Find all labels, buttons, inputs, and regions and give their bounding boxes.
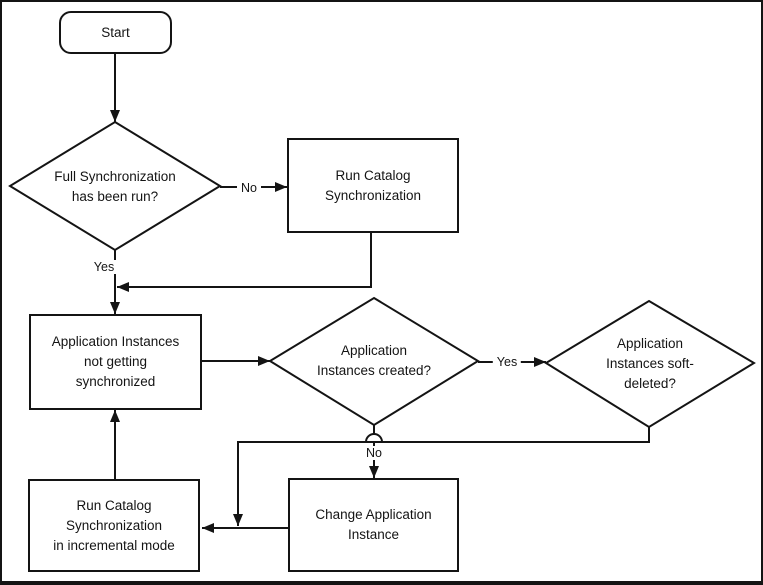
- decision-created-line1: Application: [340, 343, 408, 358]
- decision-full-sync-line2: has been run?: [71, 189, 159, 204]
- arrow-run-catalog-to-yes-line: [117, 233, 372, 292]
- edge-label-full-sync-yes: Yes: [89, 260, 119, 274]
- decision-soft-deleted-line3: deleted?: [624, 376, 676, 391]
- decision-full-sync-line1: Full Synchronization: [54, 169, 176, 184]
- change-app-instance-line1: Change Application: [315, 507, 432, 522]
- edge-label-full-sync-no: No: [237, 181, 261, 195]
- change-app-instance-line2: Instance: [347, 527, 400, 542]
- run-catalog-sync-line1: Run Catalog: [335, 167, 411, 183]
- run-incremental-line3: in incremental mode: [53, 537, 175, 553]
- node-change-app-instance: Change Application Instance: [288, 478, 459, 572]
- edge-label-instances-created-no: No: [362, 446, 386, 460]
- decision-created-line2: Instances created?: [316, 363, 432, 378]
- node-decision-full-sync: Full Synchronization has been run?: [35, 150, 195, 224]
- decision-soft-deleted-line2: Instances soft-: [606, 356, 694, 371]
- run-incremental-line2: Synchronization: [65, 517, 163, 533]
- node-app-instances-not-synced: Application Instances not getting synchr…: [29, 314, 202, 410]
- node-run-catalog-sync: Run Catalog Synchronization: [287, 138, 459, 233]
- node-start: Start: [59, 11, 172, 54]
- app-instances-line1: Application Instances: [51, 334, 180, 349]
- decision-soft-deleted-line1: Application: [616, 336, 684, 351]
- run-catalog-sync-line2: Synchronization: [324, 187, 422, 203]
- line-hop-arc: [365, 433, 383, 443]
- app-instances-line3: synchronized: [75, 374, 156, 389]
- node-start-label: Start: [101, 24, 130, 40]
- node-decision-instances-created: Application Instances created?: [294, 330, 454, 392]
- node-decision-soft-deleted: Application Instances soft- deleted?: [570, 325, 730, 403]
- run-incremental-line1: Run Catalog: [76, 497, 152, 513]
- arrow-soft-deleted-to-incremental-line: [233, 427, 650, 526]
- edge-label-instances-created-yes: Yes: [492, 355, 522, 369]
- node-run-incremental-sync: Run Catalog Synchronization in increment…: [28, 479, 200, 572]
- app-instances-line2: not getting: [83, 354, 148, 369]
